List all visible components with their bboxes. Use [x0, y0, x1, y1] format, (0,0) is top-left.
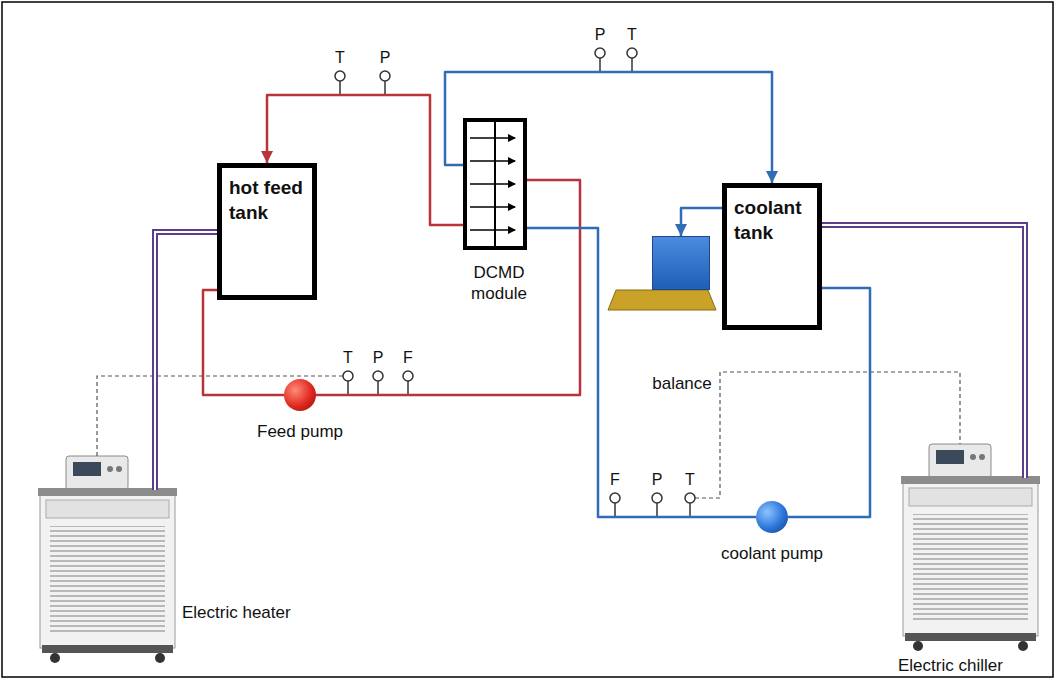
- node-label: Electric chiller: [898, 655, 1003, 676]
- arrowhead: [675, 224, 687, 236]
- sensor-letter: P: [378, 48, 392, 68]
- coolant-tank: coolant tank: [722, 183, 822, 330]
- sensor-letter: T: [683, 470, 697, 490]
- sensor-stem: [631, 58, 633, 72]
- pipe: [445, 72, 772, 183]
- cable-gap: [822, 225, 1025, 478]
- node-label: coolant tank: [734, 196, 810, 245]
- sensors: [335, 48, 695, 517]
- balance: balance: [652, 236, 710, 290]
- control-line: [97, 376, 343, 456]
- sensor-stem: [384, 81, 386, 95]
- node-label: Electric heater: [182, 602, 291, 623]
- pipe-connector: [203, 290, 284, 395]
- sensor-stem: [656, 503, 658, 517]
- node-label: hot feed tank: [229, 176, 305, 225]
- pipe-connector: [316, 180, 580, 395]
- node-label: DCMD module: [454, 262, 544, 305]
- sensor-stem: [339, 81, 341, 95]
- sensor-letter: F: [401, 348, 415, 368]
- coolant-pump: coolant pump: [756, 501, 788, 533]
- sensor-symbol: [610, 493, 620, 503]
- membrane-arrows: [470, 122, 515, 246]
- chiller-illustration: [901, 444, 1040, 651]
- arrowhead: [766, 171, 778, 183]
- sensor-letter: T: [625, 25, 639, 45]
- sensor-symbol: [373, 371, 383, 381]
- cable: [822, 225, 1025, 478]
- sensor-stem: [407, 381, 409, 395]
- sensor-letter: T: [341, 348, 355, 368]
- pipe-connector: [155, 232, 217, 490]
- sensor-symbol: [403, 371, 413, 381]
- sensor-stem: [689, 503, 691, 517]
- feed-pump: Feed pump: [284, 379, 316, 411]
- sensor-symbol: [685, 493, 695, 503]
- sensor-letter: T: [333, 48, 347, 68]
- sensor-letter: P: [593, 25, 607, 45]
- sensor-stem: [614, 503, 616, 517]
- electric-chiller: Electric chiller: [903, 478, 1038, 636]
- sensor-stem: [377, 381, 379, 395]
- sensor-symbol: [627, 48, 637, 58]
- node-label: balance: [652, 373, 712, 394]
- sensor-letter: F: [608, 470, 622, 490]
- pipe: [203, 290, 284, 395]
- dcmd-module: DCMD module: [463, 118, 527, 250]
- sensor-letter: P: [371, 348, 385, 368]
- control-line: [695, 372, 960, 498]
- pipe: [681, 208, 722, 236]
- sensor-symbol: [595, 48, 605, 58]
- arrowhead: [261, 151, 273, 163]
- feed-tank: hot feed tank: [217, 163, 317, 300]
- sensor-symbol: [343, 371, 353, 381]
- sensor-symbol: [652, 493, 662, 503]
- pipe-connector: [675, 208, 722, 236]
- cable: [155, 232, 217, 490]
- balance-base: [608, 290, 716, 310]
- sensor-symbol: [380, 71, 390, 81]
- pipe-connector: [445, 72, 778, 183]
- cable-gap: [155, 232, 217, 490]
- electric-heater: Electric heater: [40, 490, 175, 648]
- sensor-symbol: [335, 71, 345, 81]
- pipe-connector: [822, 225, 1025, 478]
- sensor-stem: [599, 58, 601, 72]
- node-label: Feed pump: [257, 421, 343, 442]
- pipe: [316, 180, 580, 395]
- sensor-letter: P: [650, 470, 664, 490]
- node-label: coolant pump: [721, 543, 823, 564]
- sensor-stem: [347, 381, 349, 395]
